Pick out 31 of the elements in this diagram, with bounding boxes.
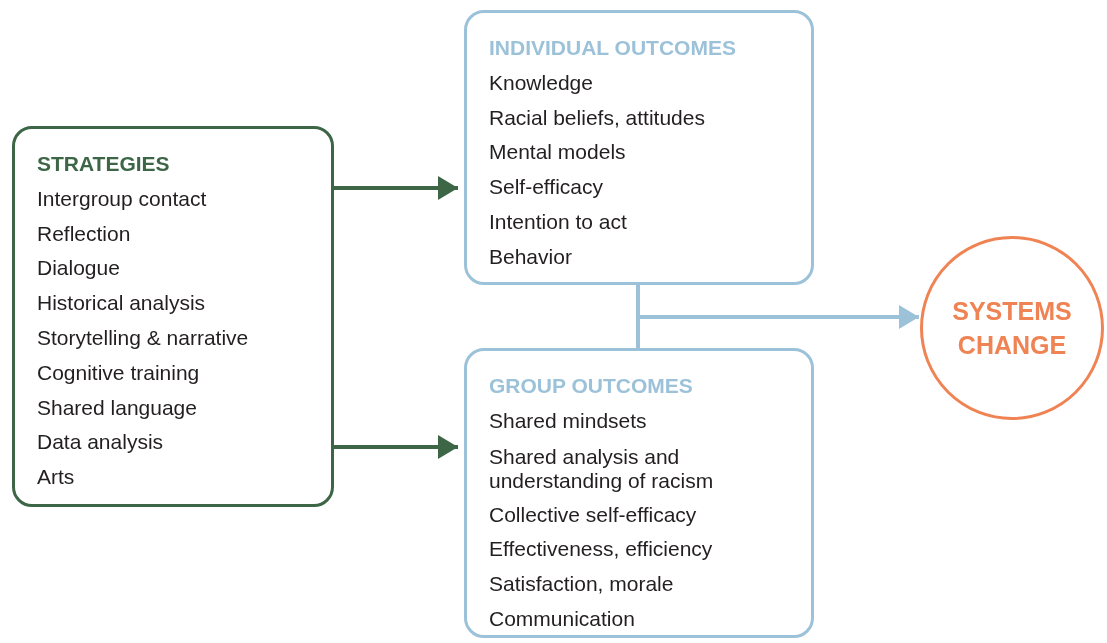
box-heading: GROUP OUTCOMES: [489, 373, 694, 399]
list-item: Knowledge: [489, 69, 594, 96]
circle-label: SYSTEMS CHANGE: [951, 296, 1073, 361]
list-item: Self-efficacy: [489, 174, 604, 201]
list-item: Communication: [489, 606, 636, 632]
box-heading: INDIVIDUAL OUTCOMES: [489, 35, 737, 61]
list-item: Effectiveness, efficiency: [489, 536, 714, 563]
list-item: Data analysis: [37, 429, 165, 456]
list-item: Mental models: [489, 139, 627, 166]
list-item: Behavior: [489, 243, 573, 270]
list-item: Dialogue: [37, 255, 121, 282]
list-item: Reflection: [37, 220, 132, 247]
list-item: Satisfaction, morale: [489, 571, 675, 598]
arrow: [334, 176, 458, 200]
arrow: [636, 305, 919, 348]
list-item: Racial beliefs, attitudes: [489, 104, 706, 131]
list-item: Shared language: [37, 394, 198, 421]
list-box: [12, 126, 334, 507]
list-item: Intention to act: [489, 209, 628, 235]
list-item: Collective self-efficacy: [489, 501, 698, 528]
list-item: Cognitive training: [37, 359, 201, 386]
list-item: Arts: [37, 464, 76, 491]
list-item: Intergroup contact: [37, 185, 208, 212]
list-box: [464, 348, 814, 638]
list-item: Shared mindsets: [489, 407, 648, 434]
list-box: [464, 10, 814, 285]
list-item: Shared analysis and understanding of racism: [489, 444, 715, 493]
box-heading: STRATEGIES: [37, 151, 171, 177]
arrow: [334, 435, 458, 459]
list-item: Historical analysis: [37, 290, 207, 317]
list-item: Storytelling & narrative: [37, 325, 250, 351]
